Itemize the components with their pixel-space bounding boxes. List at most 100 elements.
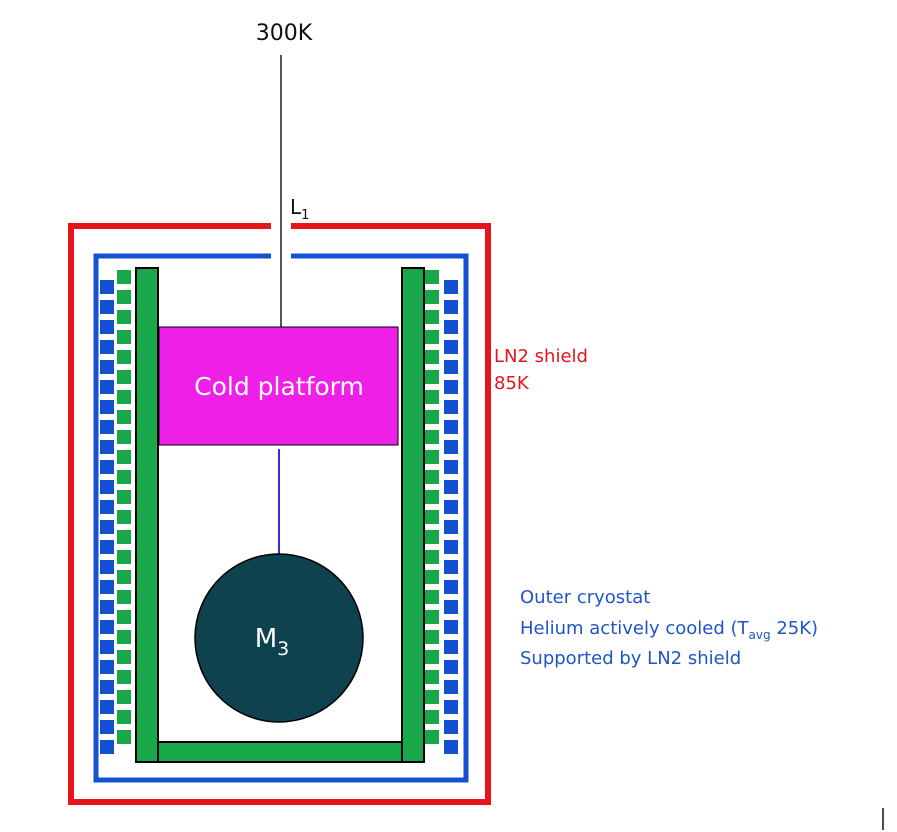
cooling-channel-blue [100, 620, 114, 634]
cooling-channel-green [425, 710, 439, 724]
cooling-channel-green [117, 490, 131, 504]
cooling-channel-blue [100, 380, 114, 394]
cooling-channel-green [425, 330, 439, 344]
cooling-channel-green [117, 410, 131, 424]
cold-platform-label: Cold platform [194, 372, 364, 401]
cooling-channel-green [117, 450, 131, 464]
cooling-channel-green [425, 310, 439, 324]
cooling-channel-green [117, 370, 131, 384]
cooling-channel-green [425, 650, 439, 664]
cooling-channel-blue [100, 400, 114, 414]
cooling-channel-blue [444, 660, 458, 674]
cooling-channel-blue [444, 580, 458, 594]
cooling-channel-green [425, 550, 439, 564]
cooling-channel-blue [444, 440, 458, 454]
inner-shield-right-wall [401, 267, 425, 763]
cooling-channel-green [425, 410, 439, 424]
ln2-shield [68, 223, 491, 805]
cooling-channel-blue [100, 300, 114, 314]
cooling-channel-green [425, 350, 439, 364]
cooling-channel-blue [100, 680, 114, 694]
cooling-channel-green [117, 290, 131, 304]
cooling-channel-green [117, 350, 131, 364]
cooling-channel-green [425, 470, 439, 484]
cryostat-cooling-label: Helium actively cooled (Tavg 25K) [520, 618, 818, 642]
cooling-channel-blue [444, 360, 458, 374]
cooling-channel-green [117, 510, 131, 524]
cooling-channel-blue [444, 340, 458, 354]
cooling-channel-green [117, 570, 131, 584]
cooling-channel-blue [100, 360, 114, 374]
cooling-channel-green [117, 590, 131, 604]
cooling-channel-blue [444, 280, 458, 294]
cooling-channel-green [425, 630, 439, 644]
cooling-channel-green [425, 450, 439, 464]
cooling-channel-blue [444, 620, 458, 634]
cooling-channel-blue [444, 520, 458, 534]
cooling-channel-blue [444, 700, 458, 714]
cooling-channel-green [117, 470, 131, 484]
cooling-channel-blue [444, 380, 458, 394]
cooling-channel-green [117, 270, 131, 284]
cooling-channel-blue [100, 720, 114, 734]
cooling-channel-green [117, 330, 131, 344]
cooling-channel-green [425, 490, 439, 504]
inner-shield-left-wall [135, 267, 159, 763]
cooling-channel-blue [100, 560, 114, 574]
cooling-channel-blue [444, 720, 458, 734]
cryostat-support-label: Supported by LN2 shield [520, 648, 741, 669]
cooling-channel-blue [100, 660, 114, 674]
cooling-channel-blue [100, 280, 114, 294]
cooling-channel-green [117, 310, 131, 324]
cooling-channel-blue [100, 420, 114, 434]
cooling-channel-blue [444, 540, 458, 554]
cooling-channel-green [117, 390, 131, 404]
cooling-channel-blue [444, 600, 458, 614]
cooling-channel-blue [100, 340, 114, 354]
cooling-channel-blue [100, 460, 114, 474]
cooling-channel-blue [444, 560, 458, 574]
cooling-channel-blue [444, 480, 458, 494]
cooling-channel-blue [100, 640, 114, 654]
cooling-channel-green [425, 610, 439, 624]
test-mass [194, 553, 364, 723]
cooling-channel-blue [100, 700, 114, 714]
top-temperature-label: 300K [256, 21, 313, 46]
cooling-channel-green [425, 530, 439, 544]
cooling-channel-blue [444, 740, 458, 754]
cooling-channel-blue [444, 420, 458, 434]
cooling-channel-blue [444, 680, 458, 694]
cooling-channel-green [117, 430, 131, 444]
cooling-channel-green [117, 630, 131, 644]
outer-cryostat [93, 253, 469, 783]
cooling-channel-green [117, 530, 131, 544]
cooling-channel-blue [444, 500, 458, 514]
cooling-channel-green [425, 270, 439, 284]
cooling-channel-green [425, 670, 439, 684]
cooling-channel-green [117, 610, 131, 624]
cooling-channel-blue [444, 460, 458, 474]
cooling-channel-green [117, 670, 131, 684]
ln2-shield-temperature: 85K [494, 373, 530, 394]
cooling-channel-green [425, 590, 439, 604]
cooling-channel-green [117, 730, 131, 744]
link-label: L1 [290, 195, 309, 223]
test-mass-label: M3 [255, 624, 290, 660]
cooling-channel-blue [100, 500, 114, 514]
cooling-channel-green [425, 510, 439, 524]
cooling-channel-blue [100, 480, 114, 494]
cold-platform [158, 326, 399, 446]
cooling-channels [100, 270, 458, 754]
cooling-channel-green [425, 570, 439, 584]
ln2-shield-label: LN2 shield [494, 346, 588, 367]
cooling-channel-blue [444, 320, 458, 334]
cooling-channel-blue [444, 640, 458, 654]
cooling-channel-blue [100, 740, 114, 754]
cooling-channel-green [425, 430, 439, 444]
cooling-channel-green [117, 710, 131, 724]
cooling-channel-blue [444, 400, 458, 414]
cooling-channel-blue [100, 520, 114, 534]
cryostat-label: Outer cryostat [520, 587, 650, 608]
cooling-channel-blue [100, 320, 114, 334]
